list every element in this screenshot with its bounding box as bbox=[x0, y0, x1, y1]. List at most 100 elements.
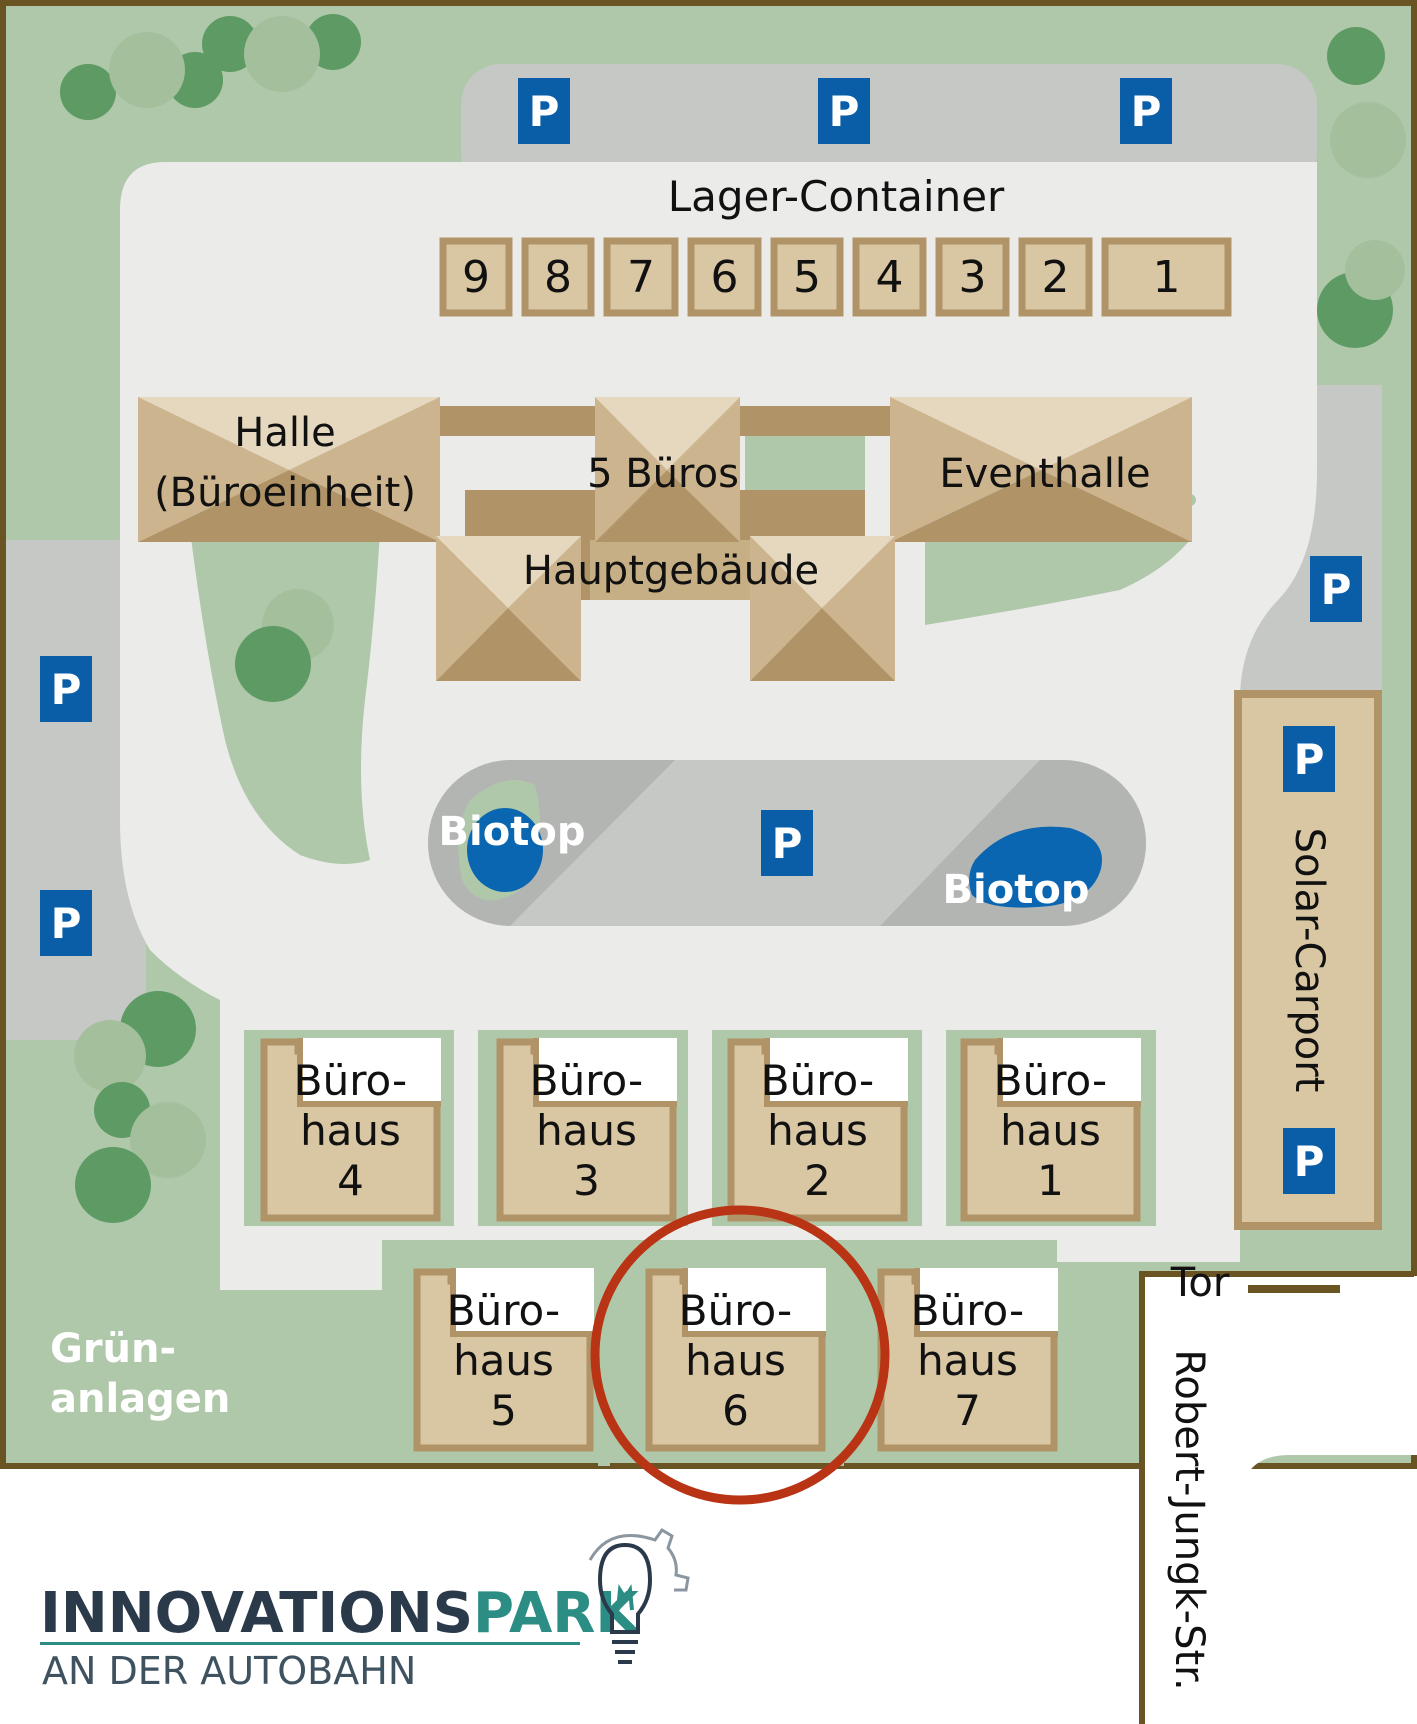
buerohaus-number: 7 bbox=[954, 1386, 981, 1435]
building-5bueros bbox=[595, 397, 740, 542]
tree-group-top-left bbox=[60, 14, 361, 120]
biotop-left-water bbox=[467, 808, 543, 892]
label-gruenanlagen: Grün- bbox=[50, 1326, 176, 1372]
tree-icon bbox=[1327, 27, 1385, 85]
buerohaus-number: 3 bbox=[573, 1156, 600, 1205]
parking-sign-icon: P bbox=[40, 890, 92, 956]
label-biotop-left: Biotop bbox=[439, 809, 586, 855]
tree-icon bbox=[235, 626, 311, 702]
container-9: 9 bbox=[439, 237, 513, 317]
parking-sign-letter: P bbox=[772, 819, 803, 868]
label-halle: Halle bbox=[234, 410, 335, 456]
gate-bar bbox=[1248, 1285, 1340, 1293]
tree-group-bottom-left bbox=[74, 991, 206, 1223]
container-number: 2 bbox=[1042, 252, 1070, 303]
buerohaus-label-line1: Büro- bbox=[911, 1286, 1024, 1335]
container-5: 5 bbox=[770, 237, 844, 317]
label-hauptgebaeude: Hauptgebäude bbox=[523, 548, 819, 594]
parking-sign-icon: P bbox=[40, 656, 92, 722]
buerohaus-label-line1: Büro- bbox=[530, 1056, 643, 1105]
parking-sign-icon: P bbox=[761, 810, 813, 876]
buerohaus-label-line2: haus bbox=[917, 1336, 1018, 1385]
logo-title-part1: INNOVATIONS bbox=[40, 1581, 473, 1646]
container-7: 7 bbox=[603, 237, 679, 317]
tree-group-right bbox=[1317, 27, 1406, 348]
label-eventhalle: Eventhalle bbox=[939, 451, 1150, 497]
parking-lot-top bbox=[461, 64, 1317, 194]
label-halle-sub: (Büroeinheit) bbox=[154, 470, 416, 516]
parking-sign-icon: P bbox=[518, 78, 570, 144]
logo-title: INNOVATIONSPARK bbox=[40, 1581, 641, 1646]
oval-parking bbox=[428, 760, 1146, 926]
label-lager-container: Lager-Container bbox=[668, 172, 1005, 221]
tree-icon bbox=[202, 16, 258, 72]
parking-signs: P P P P P P P P P bbox=[40, 78, 1362, 1194]
buerohaus-number: 2 bbox=[804, 1156, 831, 1205]
tree-icon bbox=[244, 16, 320, 92]
building-hauptgebaeude-left bbox=[436, 536, 581, 681]
border-street bbox=[1139, 1271, 1414, 1724]
office-houses: Büro-haus4Büro-haus3Büro-haus2Büro-haus1… bbox=[260, 1038, 1141, 1452]
logo-underline bbox=[40, 1642, 580, 1645]
tree-group-inner bbox=[235, 589, 334, 702]
label-street: Robert-Jungk-Str. bbox=[1166, 1349, 1212, 1690]
buerohaus-label-line2: haus bbox=[300, 1106, 401, 1155]
label-solar-carport: Solar-Carport bbox=[1286, 828, 1332, 1093]
main-buildings bbox=[138, 397, 1192, 681]
parking-sign-letter: P bbox=[1294, 1137, 1325, 1186]
buerohaus-number: 5 bbox=[490, 1386, 517, 1435]
buerohaus-label-line2: haus bbox=[767, 1106, 868, 1155]
parking-sign-letter: P bbox=[1131, 87, 1162, 136]
container-number: 5 bbox=[793, 252, 821, 303]
container-number: 6 bbox=[711, 252, 739, 303]
container-6: 6 bbox=[687, 237, 762, 317]
street-area bbox=[1142, 1276, 1417, 1724]
parking-sign-letter: P bbox=[829, 87, 860, 136]
parking-sign-icon: P bbox=[1283, 1128, 1335, 1194]
label-biotop-right: Biotop bbox=[943, 867, 1090, 913]
parking-sign-letter: P bbox=[1321, 565, 1352, 614]
container-number: 9 bbox=[462, 252, 490, 303]
buerohaus-label-line1: Büro- bbox=[761, 1056, 874, 1105]
container-number: 8 bbox=[544, 252, 572, 303]
parking-sign-letter: P bbox=[1294, 735, 1325, 784]
tree-icon bbox=[60, 64, 116, 120]
container-4: 4 bbox=[852, 237, 927, 317]
highlight-circle bbox=[590, 1205, 890, 1505]
lightbulb-gear-icon bbox=[588, 1527, 690, 1664]
buerohaus-label-line2: haus bbox=[685, 1336, 786, 1385]
logo-title-part2: PARK bbox=[473, 1581, 641, 1646]
logo-subtitle: AN DER AUTOBAHN bbox=[42, 1649, 416, 1693]
parking-sign-icon: P bbox=[1283, 726, 1335, 792]
buerohaus-label-line2: haus bbox=[453, 1336, 554, 1385]
logo: INNOVATIONSPARK AN DER AUTOBAHN bbox=[40, 1527, 690, 1693]
tree-icon bbox=[130, 1102, 206, 1178]
label-gruenanlagen-2: anlagen bbox=[50, 1376, 230, 1422]
tree-icon bbox=[1330, 102, 1406, 178]
parking-sign-icon: P bbox=[1120, 78, 1172, 144]
grass-bed bbox=[832, 1262, 844, 1466]
buerohaus-label-line1: Büro- bbox=[447, 1286, 560, 1335]
parking-sign-icon: P bbox=[818, 78, 870, 144]
container-3: 3 bbox=[935, 237, 1010, 317]
tree-icon bbox=[74, 1020, 146, 1092]
buerohaus-number: 4 bbox=[337, 1156, 364, 1205]
tree-icon bbox=[109, 32, 185, 108]
buerohaus-label-line2: haus bbox=[536, 1106, 637, 1155]
buerohaus-number: 1 bbox=[1037, 1156, 1064, 1205]
buerohaus-label-line1: Büro- bbox=[679, 1286, 792, 1335]
container-8: 8 bbox=[521, 237, 595, 317]
container-number: 1 bbox=[1153, 252, 1181, 303]
grass-patch-right bbox=[925, 540, 1190, 625]
buerohaus-label-line1: Büro- bbox=[994, 1056, 1107, 1105]
tree-icon bbox=[75, 1147, 151, 1223]
grass-patch-middle bbox=[745, 435, 865, 495]
